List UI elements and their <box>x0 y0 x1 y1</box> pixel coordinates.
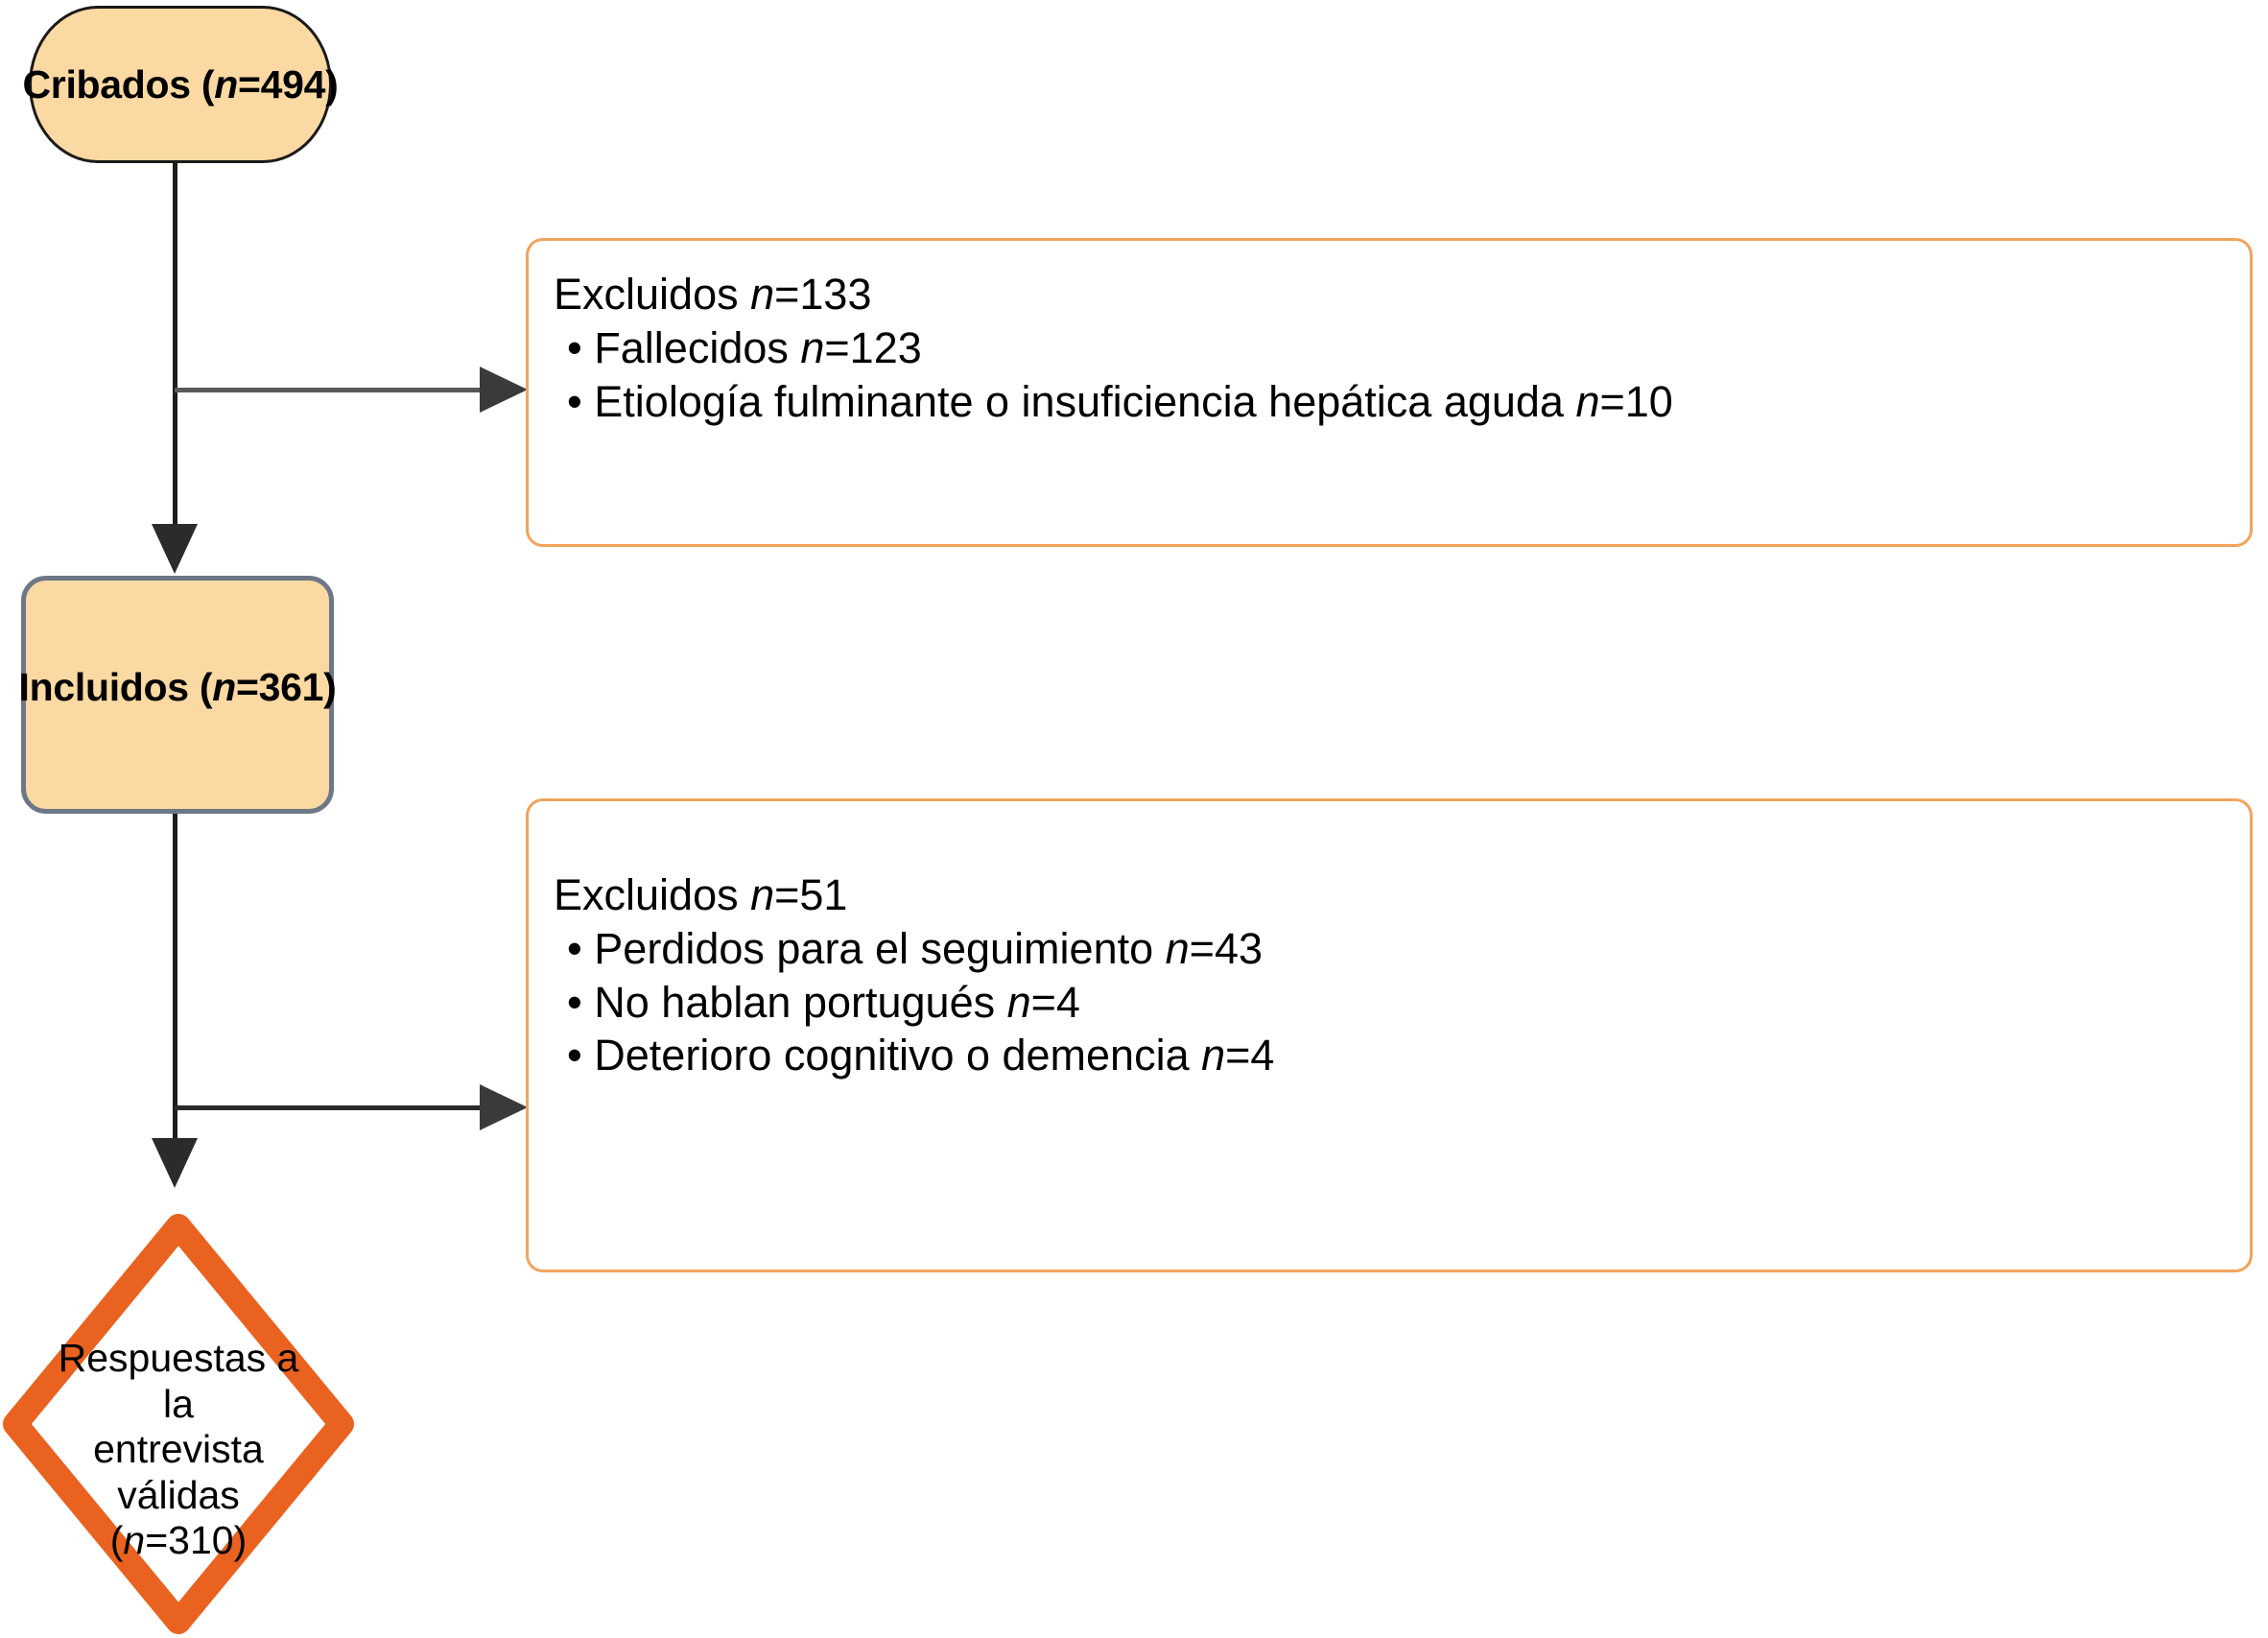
node-screened-label: Cribados (n=494) <box>22 61 339 107</box>
connector-screened-to-included <box>173 163 177 526</box>
node-valid-interviews: Respuestas a la entrevista válidas (n=31… <box>0 1211 357 1637</box>
connector-included-to-valid <box>173 814 177 1140</box>
arrowhead-into-included <box>152 524 198 574</box>
exclusion-2-heading: Excluidos n=51 <box>554 870 848 919</box>
node-screened: Cribados (n=494) <box>23 6 339 163</box>
node-included-label: Incluidos (n=361) <box>18 664 337 709</box>
exclusion-2-reason-2: • Deterioro cognitivo o demencia n=4 <box>567 1031 1275 1080</box>
exclusion-box-2: Excluidos n=51 • Perdidos para el seguim… <box>526 798 2253 1272</box>
arrowhead-into-exclusions-2 <box>480 1084 528 1130</box>
exclusion-box-2-content: Excluidos n=51 • Perdidos para el seguim… <box>529 801 2250 1082</box>
exclusion-1-heading: Excluidos n=133 <box>554 270 872 319</box>
valid-line-2: entrevista válidas <box>93 1427 264 1517</box>
exclusion-2-reason-1: • No hablan portugués n=4 <box>567 977 1080 1027</box>
connector-to-exclusions-2 <box>175 1105 487 1110</box>
valid-line-1: Respuestas a la <box>58 1336 299 1426</box>
exclusion-1-reason-0: • Fallecidos n=123 <box>567 322 922 372</box>
valid-line-3: (n=310) <box>109 1518 248 1563</box>
diamond-shape-icon <box>3 1214 354 1634</box>
node-valid-interviews-label: Respuestas a la entrevista válidas (n=31… <box>38 1336 319 1564</box>
arrowhead-into-exclusions-1 <box>480 367 528 413</box>
arrowhead-into-valid <box>152 1138 198 1188</box>
node-included: Incluidos (n=361) <box>18 576 337 814</box>
exclusion-2-reason-0: • Perdidos para el seguimiento n=43 <box>567 923 1264 973</box>
exclusion-1-reason-1: • Etiología fulminante o insuficiencia h… <box>567 376 1673 426</box>
connector-to-exclusions-1 <box>175 388 487 392</box>
exclusion-box-1-content: Excluidos n=133 • Fallecidos n=123 • Eti… <box>529 241 2250 428</box>
exclusion-box-1: Excluidos n=133 • Fallecidos n=123 • Eti… <box>526 238 2253 547</box>
